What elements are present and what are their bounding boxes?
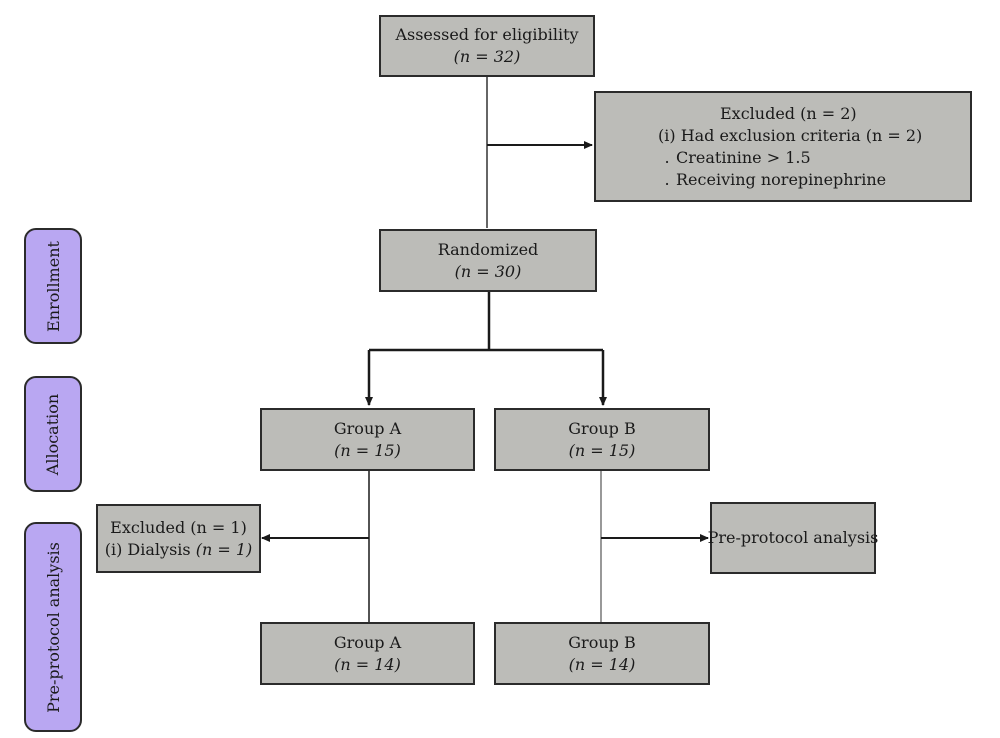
assessed-count: (n = 32)	[453, 47, 521, 66]
stage-enrollment-label: Enrollment	[43, 240, 63, 332]
excluded-a-title: Excluded (n = 1)	[110, 517, 247, 537]
group-b-allocation-count: (n = 15)	[568, 440, 636, 460]
stage-allocation-label: Allocation	[43, 393, 63, 475]
group-b-final-label: Group B	[568, 632, 636, 652]
randomized-count: (n = 30)	[454, 261, 522, 281]
excluded-a-reason-line: (i) Dialysis (n = 1)	[105, 539, 253, 561]
group-a-allocation-label: Group A	[333, 418, 402, 438]
stage-allocation: Allocation	[24, 376, 82, 492]
bullet-text: Creatinine > 1.5	[676, 148, 811, 167]
excluded-top-title: Excluded (n = 2)	[720, 104, 857, 123]
group-a-allocation-count: (n = 15)	[334, 440, 401, 460]
assessed-box: Assessed for eligibility (n = 32)	[379, 15, 595, 77]
stage-analysis-label: Pre-protocol analysis	[43, 541, 63, 713]
group-a-allocation-box: Group A (n = 15)	[260, 408, 475, 471]
stage-analysis: Pre-protocol analysis	[24, 522, 82, 732]
analysis-b-label: Pre-protocol analysis	[707, 528, 879, 547]
excluded-top-criteria: (i) Had exclusion criteria (n = 2)	[658, 126, 923, 145]
excluded-top-bullet: . Receiving norepinephrine	[596, 169, 886, 191]
randomized-box: Randomized (n = 30)	[379, 229, 597, 292]
bullet-mark: .	[664, 170, 670, 189]
bullet-text: Receiving norepinephrine	[676, 170, 887, 189]
excluded-top-box: Excluded (n = 2) (i) Had exclusion crite…	[594, 91, 972, 202]
group-b-final-box: Group B (n = 14)	[494, 622, 710, 685]
group-a-final-label: Group A	[333, 632, 402, 652]
analysis-b-box: Pre-protocol analysis	[707, 502, 879, 574]
randomized-label: Randomized	[437, 239, 539, 259]
assessed-label: Assessed for eligibility	[395, 25, 579, 44]
bullet-mark: .	[664, 148, 670, 167]
group-b-final-count: (n = 14)	[568, 654, 636, 674]
excluded-a-reason: (i) Dialysis	[104, 539, 191, 559]
excluded-a-box: Excluded (n = 1) (i) Dialysis (n = 1)	[96, 504, 261, 573]
excluded-a-count: (n = 1)	[195, 539, 253, 559]
excluded-top-bullet: . Creatinine > 1.5	[596, 147, 811, 169]
stage-enrollment: Enrollment	[24, 228, 82, 344]
group-a-final-box: Group A (n = 14)	[260, 622, 475, 685]
group-a-final-count: (n = 14)	[334, 654, 401, 674]
group-b-allocation-box: Group B (n = 15)	[494, 408, 710, 471]
group-b-allocation-label: Group B	[568, 418, 636, 438]
